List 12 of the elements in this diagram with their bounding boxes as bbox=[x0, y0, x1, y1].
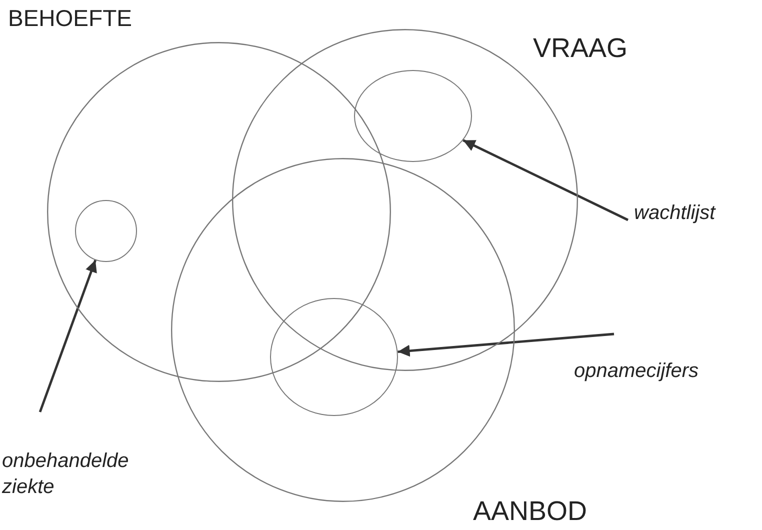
set-label: BEHOEFTE bbox=[8, 6, 132, 32]
arrow bbox=[38, 260, 97, 412]
set-label: VRAAG bbox=[533, 34, 628, 64]
callout-label: opnamecijfers bbox=[574, 359, 700, 384]
arrow bbox=[398, 332, 614, 357]
subset-circle bbox=[75, 200, 137, 262]
callout-label: onbehandelde ziekte bbox=[2, 449, 130, 500]
arrow bbox=[462, 139, 629, 222]
set-label: AANBOD bbox=[473, 497, 588, 527]
callout-label: wachtlijst bbox=[634, 201, 717, 226]
subset-circle bbox=[354, 70, 472, 162]
subset-circle bbox=[270, 298, 398, 416]
